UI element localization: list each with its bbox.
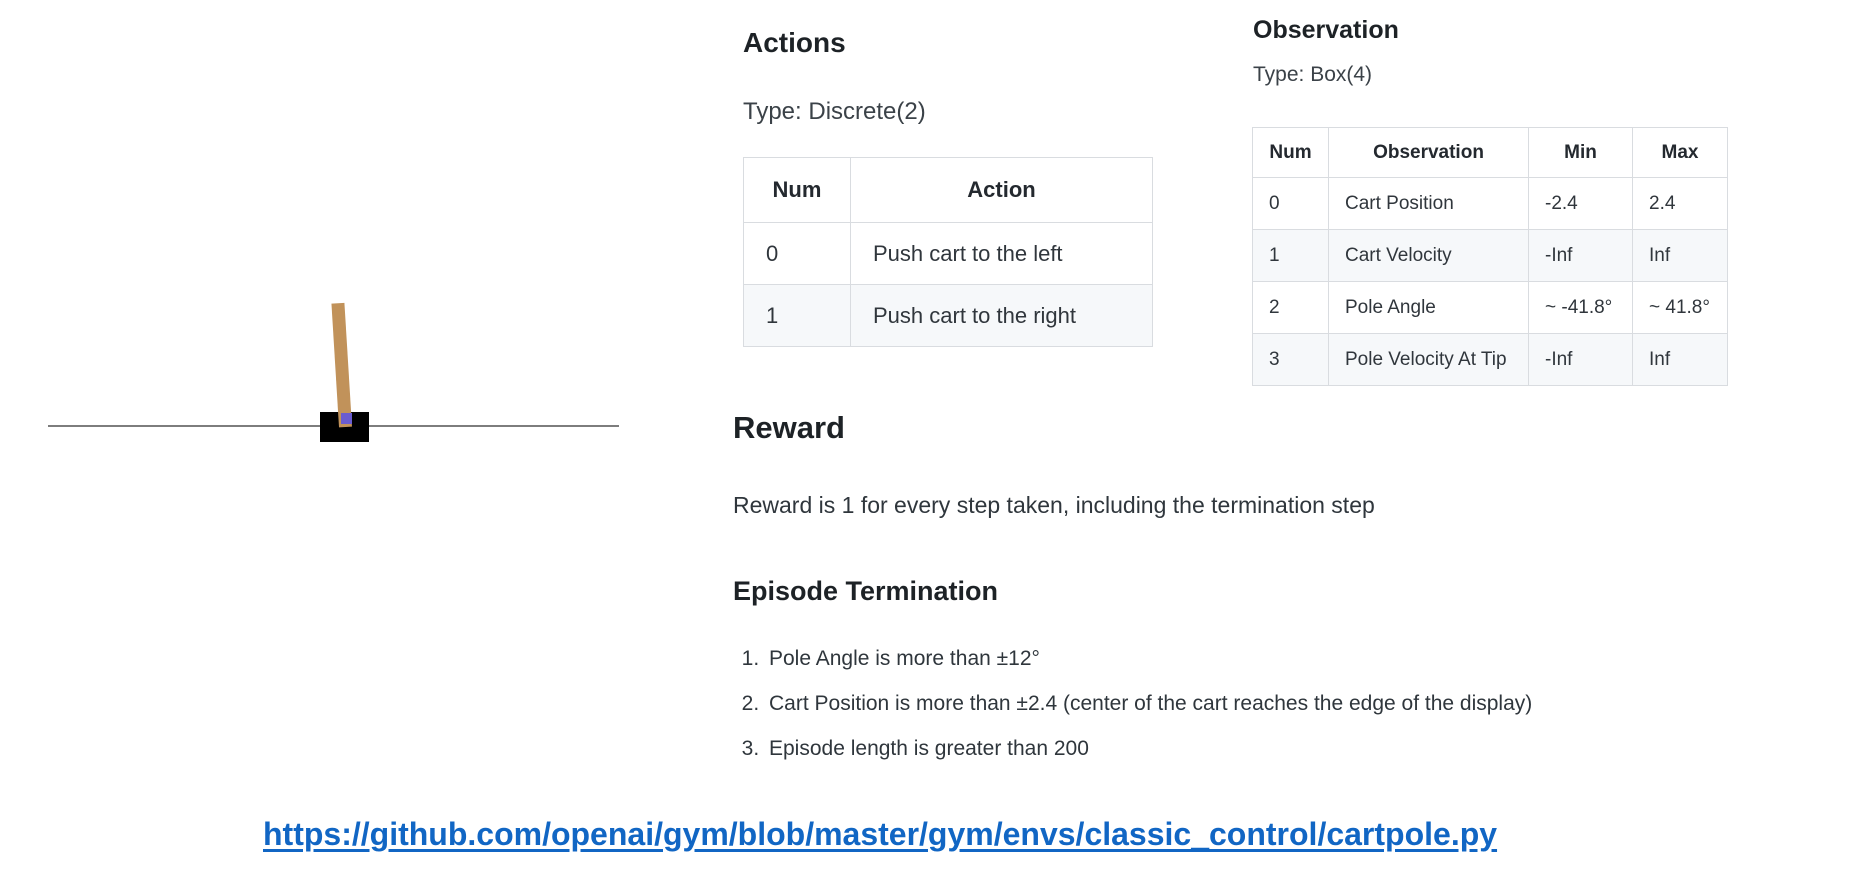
- table-cell: -Inf: [1528, 229, 1633, 282]
- table-cell: -Inf: [1528, 333, 1633, 386]
- cartpole-pole: [331, 302, 352, 428]
- observation-table: Num Observation Min Max 0 Cart Position …: [1252, 127, 1728, 386]
- table-header-cell: Action: [850, 157, 1153, 223]
- actions-type-label: Type: Discrete(2): [743, 98, 926, 125]
- table-cell: ~ 41.8°: [1632, 281, 1728, 334]
- reward-heading: Reward: [733, 410, 845, 445]
- table-header-cell: Observation: [1328, 127, 1529, 178]
- list-item: Cart Position is more than ±2.4 (center …: [765, 681, 1532, 726]
- table-cell: 2: [1252, 281, 1329, 334]
- table-cell: 1: [743, 284, 851, 347]
- table-row: 1 Cart Velocity -Inf Inf: [1252, 229, 1728, 282]
- table-cell: Inf: [1632, 333, 1728, 386]
- observation-type-label: Type: Box(4): [1253, 63, 1373, 86]
- table-cell: -2.4: [1528, 177, 1633, 230]
- table-row: 0 Cart Position -2.4 2.4: [1252, 177, 1728, 230]
- table-cell: Pole Velocity At Tip: [1328, 333, 1529, 386]
- table-header-cell: Max: [1632, 127, 1728, 178]
- table-cell: 1: [1252, 229, 1329, 282]
- table-row: 3 Pole Velocity At Tip -Inf Inf: [1252, 333, 1728, 386]
- table-cell: 0: [1252, 177, 1329, 230]
- cartpole-axle: [341, 413, 352, 424]
- table-cell: Inf: [1632, 229, 1728, 282]
- footer-link-container: https://github.com/openai/gym/blob/maste…: [263, 816, 1497, 853]
- table-cell: Pole Angle: [1328, 281, 1529, 334]
- table-cell: 3: [1252, 333, 1329, 386]
- table-header-cell: Num: [743, 157, 851, 223]
- episode-termination-heading: Episode Termination: [733, 576, 999, 606]
- table-cell: 2.4: [1632, 177, 1728, 230]
- table-header-row: Num Observation Min Max: [1252, 127, 1728, 178]
- table-cell: Push cart to the left: [850, 222, 1153, 285]
- reward-text: Reward is 1 for every step taken, includ…: [733, 492, 1375, 518]
- observation-heading: Observation: [1253, 16, 1399, 44]
- actions-table: Num Action 0 Push cart to the left 1 Pus…: [743, 157, 1153, 347]
- table-cell: Cart Velocity: [1328, 229, 1529, 282]
- table-row: 1 Push cart to the right: [743, 284, 1153, 347]
- table-cell: 0: [743, 222, 851, 285]
- table-cell: ~ -41.8°: [1528, 281, 1633, 334]
- table-header-cell: Min: [1528, 127, 1633, 178]
- github-link[interactable]: https://github.com/openai/gym/blob/maste…: [263, 816, 1498, 852]
- table-row: 0 Push cart to the left: [743, 222, 1153, 285]
- table-row: 2 Pole Angle ~ -41.8° ~ 41.8°: [1252, 281, 1728, 334]
- table-cell: Cart Position: [1328, 177, 1529, 230]
- list-item: Pole Angle is more than ±12°: [765, 636, 1532, 681]
- table-cell: Push cart to the right: [850, 284, 1153, 347]
- table-header-cell: Num: [1252, 127, 1329, 178]
- episode-termination-list: Pole Angle is more than ±12° Cart Positi…: [733, 636, 1532, 771]
- actions-heading: Actions: [743, 27, 846, 58]
- list-item: Episode length is greater than 200: [765, 726, 1532, 771]
- table-header-row: Num Action: [743, 157, 1153, 223]
